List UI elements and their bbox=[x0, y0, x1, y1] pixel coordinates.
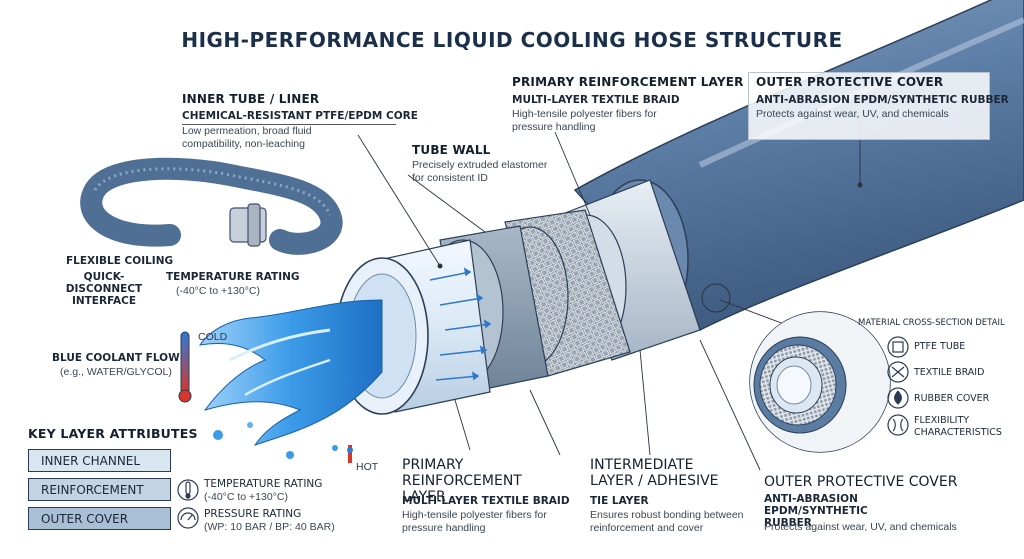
thermometer-icon bbox=[178, 331, 192, 403]
rating-pressure-heading: PRESSURE RATING bbox=[204, 508, 302, 520]
inner-tube-heading: INNER TUBE / LINER bbox=[182, 92, 320, 106]
rating-pressure-range: (WP: 10 BAR / BP: 40 BAR) bbox=[204, 521, 335, 533]
coolant-flow-heading: BLUE COOLANT FLOW bbox=[52, 352, 180, 364]
legend-flexibility: FLEXIBILITY CHARACTERISTICS bbox=[914, 415, 1002, 438]
coil-temp-heading: TEMPERATURE RATING bbox=[166, 271, 300, 283]
primary-bottom-description: High-tensile polyester fibers for pressu… bbox=[402, 509, 547, 534]
primary-top-subheading: MULTI-LAYER TEXTILE BRAID bbox=[512, 94, 680, 106]
inner-tube-subheading: CHEMICAL-RESISTANT PTFE/EPDM CORE bbox=[182, 110, 418, 125]
attr-outer-cover: OUTER COVER bbox=[28, 507, 171, 530]
cold-label: COLD bbox=[198, 331, 228, 343]
outer-bottom-heading: OUTER PROTECTIVE COVER bbox=[764, 474, 958, 490]
primary-bottom-subheading: MULTI-LAYER TEXTILE BRAID bbox=[402, 495, 570, 507]
outer-bottom-subheading: ANTI-ABRASION EPDM/SYNTHETIC RUBBER bbox=[764, 493, 868, 529]
attr-reinforcement: REINFORCEMENT bbox=[28, 478, 171, 501]
attr-inner-channel: INNER CHANNEL bbox=[28, 449, 171, 472]
legend-rubber-cover: RUBBER COVER bbox=[914, 393, 990, 404]
inner-tube-description: Low permeation, broad fluid compatibilit… bbox=[182, 125, 312, 150]
legend-textile-braid: TEXTILE BRAID bbox=[914, 367, 985, 378]
quick-disconnect-label: QUICK-DISCONNECT INTERFACE bbox=[65, 271, 143, 307]
outer-cover-callout bbox=[748, 72, 990, 140]
rating-temp-range: (-40°C to +130°C) bbox=[204, 491, 288, 503]
outer-top-description: Protects against wear, UV, and chemicals bbox=[756, 108, 949, 120]
primary-bottom-heading: PRIMARY REINFORCEMENT LAYER bbox=[402, 457, 522, 505]
rating-temp-heading: TEMPERATURE RATING bbox=[204, 478, 323, 490]
tube-wall-description: Precisely extruded elastomer for consist… bbox=[412, 159, 548, 184]
primary-top-description: High-tensile polyester fibers for pressu… bbox=[512, 108, 657, 133]
page-title: HIGH-PERFORMANCE LIQUID COOLING HOSE STR… bbox=[181, 28, 843, 52]
coiled-hose-icon bbox=[80, 157, 343, 255]
outer-top-heading: OUTER PROTECTIVE COVER bbox=[756, 75, 944, 89]
coil-temp-range: (-40°C to +130°C) bbox=[176, 285, 260, 297]
cross-section-detail bbox=[749, 311, 891, 453]
tube-wall-heading: TUBE WALL bbox=[412, 143, 491, 157]
intermediate-subheading: TIE LAYER bbox=[590, 495, 649, 507]
legend-ptfe-tube: PTFE TUBE bbox=[914, 341, 966, 352]
cross-section-heading: MATERIAL CROSS-SECTION DETAIL bbox=[858, 318, 1005, 328]
outer-top-subheading: ANTI-ABRASION EPDM/SYNTHETIC RUBBER bbox=[756, 94, 1009, 106]
intermediate-heading: INTERMEDIATE LAYER / ADHESIVE bbox=[590, 457, 719, 489]
hot-label: HOT bbox=[356, 461, 379, 473]
outer-bottom-description: Protects against wear, UV, and chemicals bbox=[764, 521, 957, 533]
flexible-coiling-label: FLEXIBLE COILING bbox=[66, 255, 174, 267]
flow-arrows bbox=[429, 267, 492, 381]
coolant-flow-example: (e.g., WATER/GLYCOL) bbox=[60, 366, 172, 378]
primary-top-heading: PRIMARY REINFORCEMENT LAYER bbox=[512, 75, 744, 89]
key-attributes-heading: KEY LAYER ATTRIBUTES bbox=[28, 426, 198, 441]
intermediate-description: Ensures robust bonding between reinforce… bbox=[590, 509, 744, 534]
